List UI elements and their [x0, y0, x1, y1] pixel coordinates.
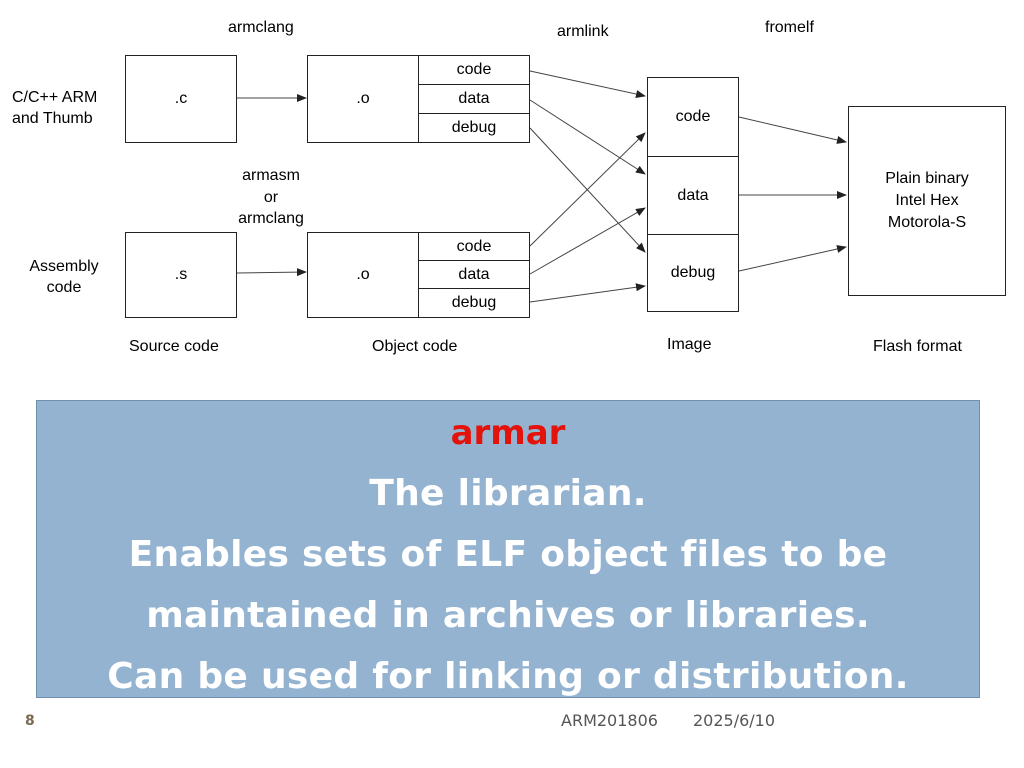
source-s-box: .s — [125, 232, 237, 318]
object-top-label: .o — [308, 56, 419, 142]
object-bottom-section-data: data — [419, 261, 529, 289]
tool-armlink-label: armlink — [557, 23, 609, 40]
tool-armasm-line: armclang — [238, 210, 304, 227]
arrow-bottom-data-to-image-data — [529, 207, 646, 275]
object-bottom-box: .o code data debug — [307, 232, 530, 318]
object-bottom-section-code: code — [419, 233, 529, 261]
input-c-line: and Thumb — [12, 110, 93, 127]
image-section-data: data — [648, 157, 738, 235]
image-section-debug: debug — [670, 264, 716, 281]
arrow-top-code-to-image-code — [529, 70, 646, 98]
flash-format-box: Plain binary Intel Hex Motorola-S — [848, 106, 1006, 296]
callout-line: Enables sets of ELF object files to be — [128, 534, 888, 575]
arrow-s-to-object — [236, 268, 307, 277]
stage-object-label: Object code — [372, 338, 458, 355]
flash-format-item: Motorola-S — [887, 214, 967, 231]
input-c-line: C/C++ ARM — [12, 89, 98, 106]
object-top-section-code: code — [419, 56, 529, 85]
object-top-sections: code data debug — [419, 56, 529, 142]
page-number: 8 — [25, 713, 35, 729]
stage-flash-label: Flash format — [873, 338, 962, 355]
arrow-bottom-code-to-image-code — [529, 132, 646, 247]
object-top-section-data: data — [419, 85, 529, 114]
input-c-label: C/C++ ARM and Thumb — [12, 87, 97, 129]
callout-line: The librarian. — [369, 473, 647, 514]
connector-arrows — [236, 70, 847, 303]
arrow-top-data-to-image-data — [529, 99, 646, 175]
source-s-label: .s — [174, 266, 188, 283]
flash-format-item: Intel Hex — [895, 192, 959, 209]
stage-source-label: Source code — [129, 338, 219, 355]
input-asm-label: Assembly code — [18, 256, 110, 298]
flash-format-list: Plain binary Intel Hex Motorola-S — [849, 107, 1005, 295]
object-top-box: .o code data debug — [307, 55, 530, 143]
image-section-code: code — [648, 78, 738, 157]
tool-fromelf-label: fromelf — [765, 19, 814, 36]
callout-keyword: armar — [450, 413, 566, 453]
image-box: code data debug — [647, 77, 739, 312]
input-asm-line: code — [46, 279, 82, 296]
arrow-bottom-debug-to-image-debug — [529, 283, 646, 303]
footer-date: 2025/6/10 — [693, 711, 776, 730]
object-bottom-section-debug: debug — [451, 294, 497, 311]
object-bottom-sections: code data debug — [419, 233, 529, 317]
armar-callout: armar The librarian. Enables sets of ELF… — [36, 400, 980, 698]
object-top-section-debug: debug — [451, 119, 497, 136]
tool-armclang-label: armclang — [228, 19, 294, 36]
source-c-label: .c — [174, 90, 188, 107]
source-c-box: .c — [125, 55, 237, 143]
arrow-image-code-to-flash — [738, 116, 847, 144]
callout-line: Can be used for linking or distribution. — [107, 656, 909, 697]
flash-format-item: Plain binary — [885, 170, 969, 187]
stage-image-label: Image — [667, 336, 712, 353]
input-asm-line: Assembly — [29, 258, 99, 275]
tool-armasm-line: or — [263, 188, 279, 206]
object-bottom-label: .o — [308, 233, 419, 317]
tool-armasm-label: armasm or armclang — [226, 165, 316, 230]
callout-line: maintained in archives or libraries. — [146, 595, 870, 636]
footer-course-code: ARM201806 — [561, 711, 658, 730]
tool-armasm-line: armasm — [242, 167, 300, 184]
arrow-image-debug-to-flash — [738, 245, 847, 272]
